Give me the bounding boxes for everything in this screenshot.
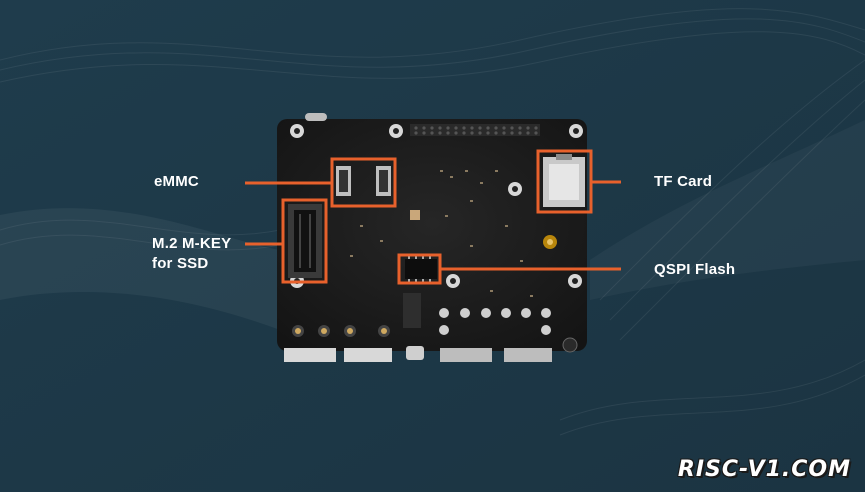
gpio-header: [410, 124, 540, 136]
tf-card-label: TF Card: [654, 172, 712, 192]
m2-label-line2: for SSD: [152, 254, 231, 274]
power-jack: [406, 346, 424, 360]
qspi-flash-label: QSPI Flash: [654, 260, 735, 280]
m2-label: M.2 M-KEY for SSD: [152, 234, 231, 274]
qspi-chip: [405, 256, 437, 282]
ribbon-connector: [403, 293, 421, 328]
tf-card-slot: [543, 154, 585, 207]
chip: [410, 210, 420, 220]
m2-slot: [288, 204, 322, 278]
usb-port: [344, 348, 392, 362]
ethernet-port: [440, 348, 492, 362]
tf-card-label-text: TF Card: [654, 172, 712, 192]
watermark: RISC-V1.COM: [678, 457, 851, 482]
qspi-flash-label-text: QSPI Flash: [654, 260, 735, 280]
emmc-label-text: eMMC: [154, 172, 199, 192]
ethernet-port: [504, 348, 552, 362]
emmc-label: eMMC: [154, 172, 199, 192]
usb-c-port: [305, 113, 327, 121]
m2-label-line1: M.2 M-KEY: [152, 234, 231, 254]
usb-port: [284, 348, 336, 362]
